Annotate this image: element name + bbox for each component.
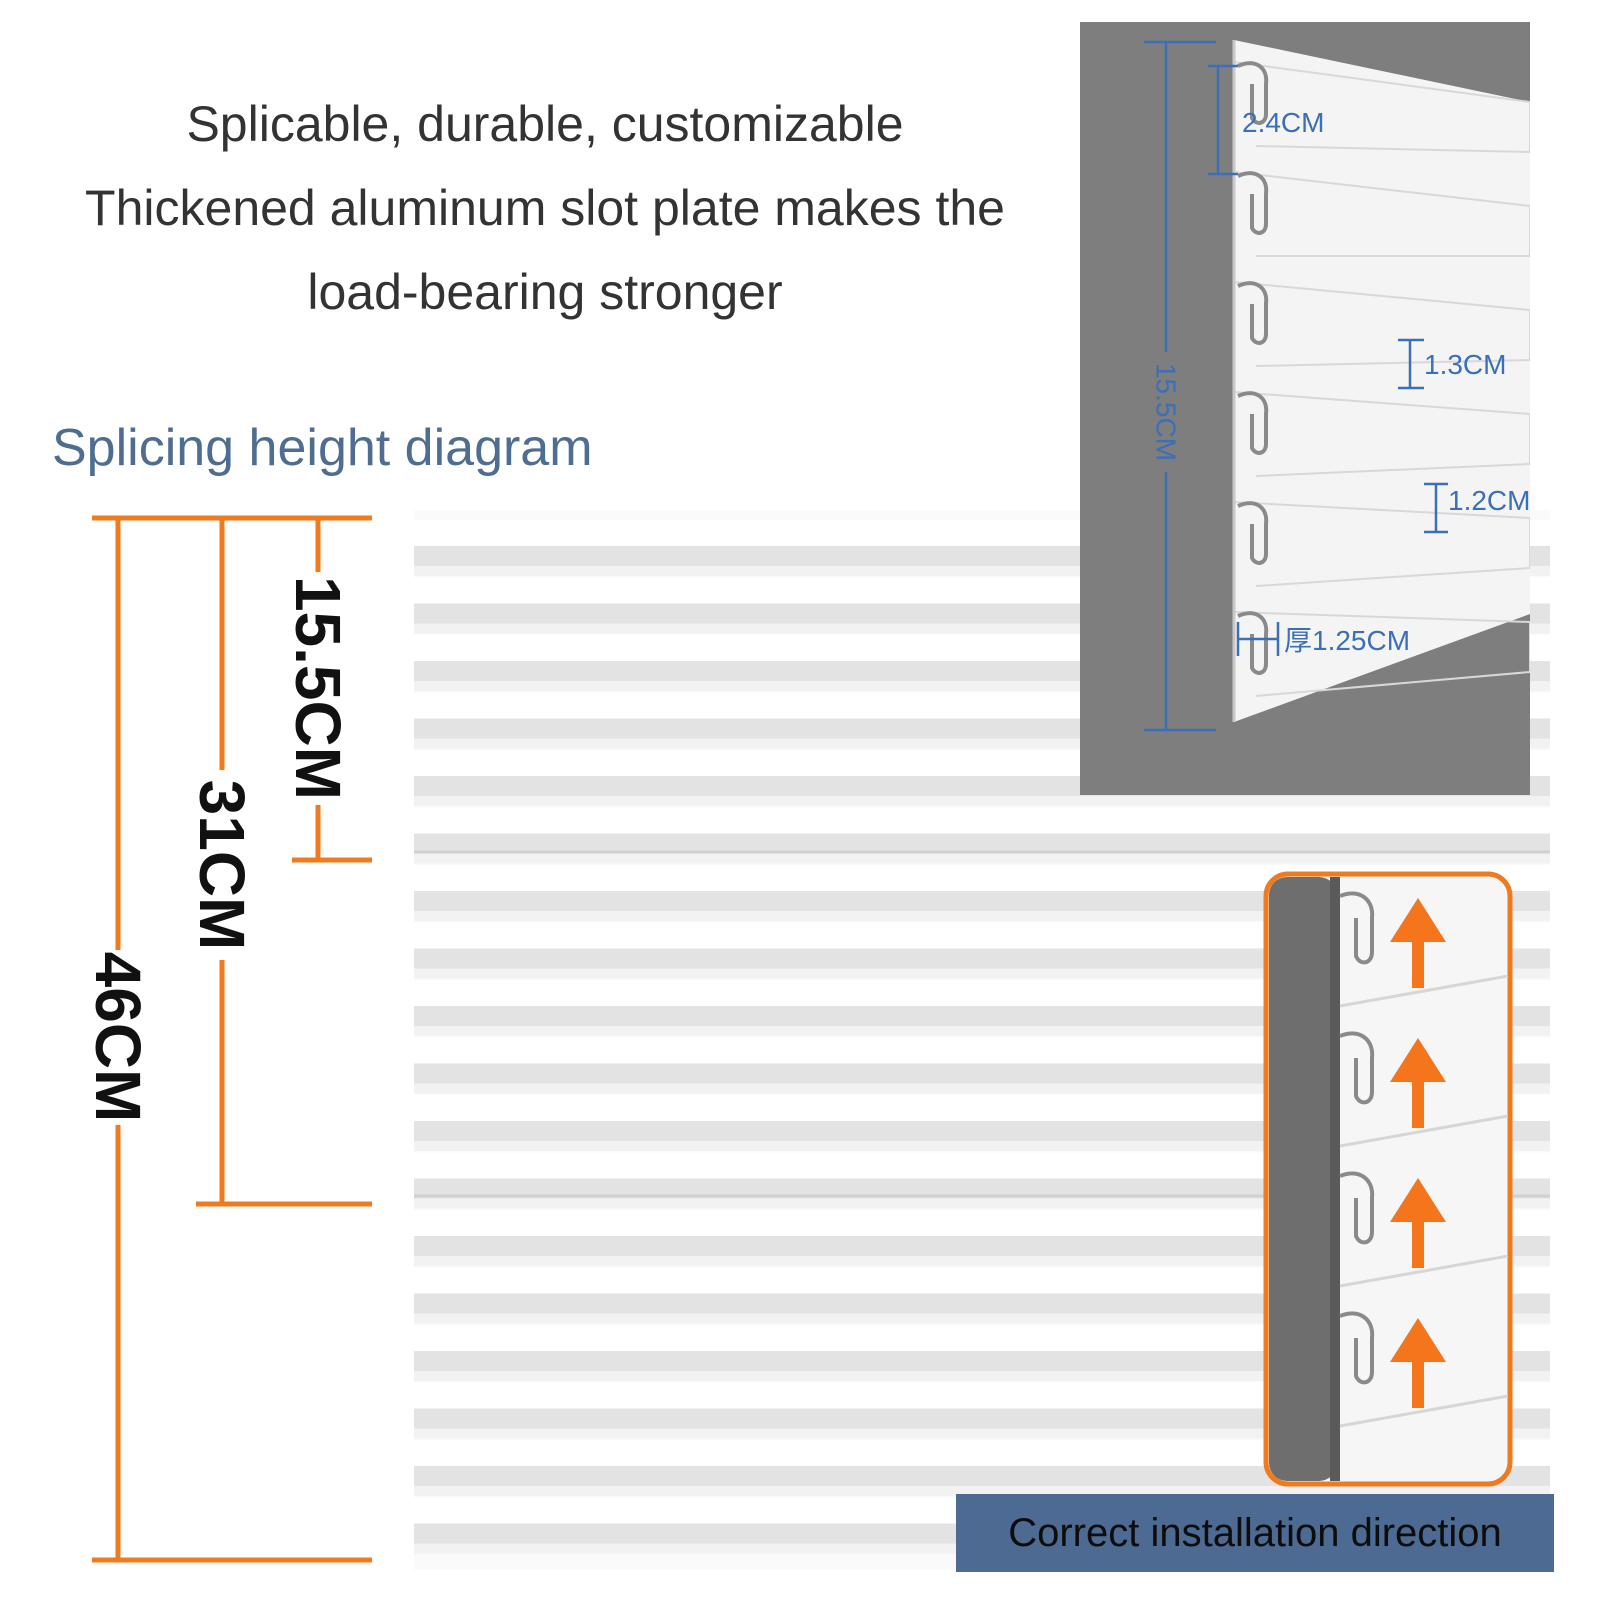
- slat-gap: [414, 1486, 1550, 1496]
- slot-pitch-dimension: [1208, 64, 1238, 176]
- slat-gap: [414, 1256, 1550, 1266]
- installation-caption: Correct installation direction: [956, 1494, 1554, 1572]
- install-hook: [1339, 1031, 1375, 1105]
- thickness-label: 厚1.25CM: [1284, 625, 1410, 656]
- slat-gap: [414, 968, 1550, 979]
- inset-rib-line: [1233, 611, 1530, 697]
- overall-height-label: 15.5CM: [1151, 363, 1182, 461]
- install-hook: [1339, 1311, 1375, 1385]
- slat-gap: [414, 1141, 1550, 1151]
- headline: Splicable, durable, customizable Thicken…: [40, 82, 1050, 334]
- slat-gap: [414, 853, 1550, 864]
- install-rib-line: [1339, 1394, 1509, 1428]
- headline-line-1: Splicable, durable, customizable: [186, 96, 904, 152]
- slot-gap-b-dimension: [1424, 482, 1448, 534]
- slat-gap: [414, 1083, 1550, 1094]
- slat-gap: [414, 738, 1550, 749]
- install-hook: [1339, 891, 1375, 965]
- up-arrow-shaft: [1412, 1080, 1424, 1128]
- slat-face: [404, 807, 1550, 834]
- slot-gap-a-label: 1.3CM: [1424, 349, 1506, 380]
- inset-hook: [1237, 501, 1269, 565]
- up-arrow-icon: [1390, 1038, 1446, 1128]
- dimension-label-15-5: 15.5CM: [282, 576, 354, 800]
- slot-gap-b-label: 1.2CM: [1448, 485, 1530, 516]
- installation-direction-inset: [1263, 871, 1513, 1487]
- up-arrow-shaft: [1412, 940, 1424, 988]
- install-ribs: [1339, 891, 1509, 1428]
- inset-hook: [1237, 281, 1269, 345]
- inset-rib-line: [1233, 171, 1530, 257]
- slat-gap: [414, 623, 1550, 634]
- install-hook: [1339, 1171, 1375, 1245]
- inset-hook: [1237, 171, 1269, 235]
- up-arrow-icon: [1390, 1318, 1446, 1408]
- dimension-label-31: 31CM: [186, 780, 258, 951]
- install-plate-edge: [1330, 877, 1340, 1481]
- up-arrow-head: [1390, 1318, 1446, 1362]
- slat-gap: [414, 1198, 1550, 1209]
- install-wall: [1269, 877, 1337, 1481]
- slat-gap: [414, 566, 1550, 576]
- inset-rib-line: [1233, 501, 1530, 587]
- height-dimension-lines: [92, 515, 372, 1563]
- install-rib-line: [1339, 1114, 1509, 1148]
- profile-dimension-inset: 15.5CM 2.4CM 1.3CM 1.2CM 厚1.25CM: [1080, 22, 1530, 795]
- dimension-label-46: 46CM: [82, 952, 154, 1123]
- up-arrow-icon: [1390, 1178, 1446, 1268]
- slot-gap-a-dimension: [1398, 338, 1424, 390]
- slat-gap: [414, 1428, 1550, 1439]
- slot-plate-ribs: [1233, 61, 1530, 697]
- headline-line-3: load-bearing stronger: [307, 264, 783, 320]
- up-arrow-icon: [1390, 898, 1446, 988]
- install-rib-line: [1339, 1254, 1509, 1288]
- slat-gap: [414, 1371, 1550, 1381]
- install-arrows: [1390, 898, 1446, 1408]
- inset-rib-line: [1233, 391, 1530, 477]
- slat-gap: [414, 911, 1550, 921]
- slot-plate-profile: [1234, 40, 1530, 722]
- section-title: Splicing height diagram: [52, 419, 593, 477]
- inset-hook: [1237, 611, 1269, 675]
- up-arrow-head: [1390, 898, 1446, 942]
- overall-height-dimension: [1144, 40, 1216, 732]
- inset-hook: [1237, 61, 1269, 125]
- install-rib-line: [1339, 974, 1509, 1008]
- up-arrow-shaft: [1412, 1220, 1424, 1268]
- up-arrow-head: [1390, 1038, 1446, 1082]
- slat-gap: [414, 681, 1550, 691]
- slat-gap: [414, 796, 1550, 806]
- slat-gap: [414, 1313, 1550, 1324]
- inset-rib-line: [1233, 281, 1530, 367]
- inset-rib-line: [1233, 61, 1530, 154]
- slat-shadow: [414, 833, 1550, 854]
- thickness-dimension: [1236, 622, 1280, 656]
- slot-pitch-label: 2.4CM: [1242, 107, 1324, 138]
- up-arrow-shaft: [1412, 1360, 1424, 1408]
- inset-hook: [1237, 391, 1269, 455]
- up-arrow-head: [1390, 1178, 1446, 1222]
- headline-line-2: Thickened aluminum slot plate makes the: [85, 180, 1005, 236]
- slat-gap: [414, 1026, 1550, 1036]
